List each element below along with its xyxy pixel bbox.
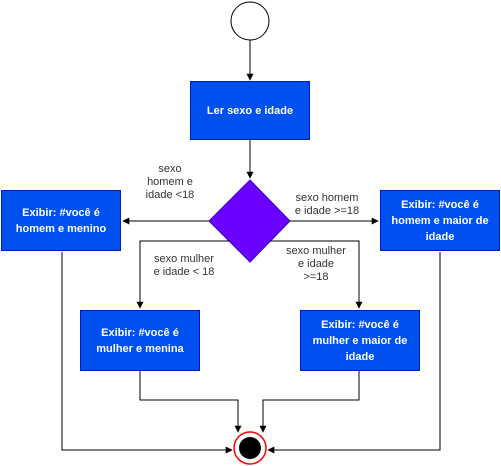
output-girl-line-2: mulher e menina [96, 342, 184, 355]
output-man-line-1: Exibir: #você é [401, 198, 479, 211]
decision-diamond [208, 179, 291, 263]
edge-decision-to-woman [270, 240, 363, 309]
edge-girl-to-end [139, 371, 242, 433]
output-boy-box: Exibir: #você é homem e menino [1, 190, 121, 251]
condition-female-adult-label: sexo mulher e idade >=18 [281, 245, 351, 284]
process-read-input: Ler sexo e idade [190, 81, 310, 140]
output-woman-line-1: Exibir: #você é [321, 318, 399, 331]
condition-male-adult-line-1: sexo homem [295, 192, 359, 204]
condition-male-adult-label: sexo homem e idade >=18 [289, 192, 365, 218]
condition-male-under-18-line-3: idade <18 [145, 189, 195, 201]
edge-boy-to-end [61, 252, 233, 454]
end-node-dot [239, 437, 261, 459]
condition-female-under-18-label: sexo mulher e idade < 18 [146, 253, 222, 279]
condition-female-under-18-line-2: e idade < 18 [153, 266, 215, 278]
condition-male-under-18-label: sexo homem e idade <18 [140, 163, 200, 202]
output-woman-line-3: idade [345, 350, 375, 363]
output-girl-box: Exibir: #você é mulher e menina [80, 310, 200, 371]
output-woman-box: Exibir: #você é mulher e maior de idade [300, 310, 420, 371]
edge-woman-to-end [259, 371, 360, 433]
condition-male-adult-line-2: e idade >=18 [294, 205, 360, 217]
start-node [230, 1, 270, 41]
process-read-input-label: Ler sexo e idade [206, 104, 294, 117]
output-boy-line-2: homem e menino [15, 222, 107, 235]
condition-female-adult-line-2: e idade [297, 258, 335, 270]
condition-male-under-18-line-1: sexo [158, 163, 182, 175]
edge-man-to-end [267, 252, 441, 454]
condition-female-adult-line-1: sexo mulher [286, 245, 346, 257]
edge-decision-to-girl [136, 240, 230, 309]
condition-female-adult-line-3: >=18 [303, 271, 329, 283]
condition-female-under-18-line-1: sexo mulher [154, 253, 214, 265]
output-man-box: Exibir: #você é homem e maior de idade [380, 190, 500, 251]
output-woman-line-2: mulher e maior de [312, 334, 408, 347]
output-man-line-3: idade [425, 230, 455, 243]
output-man-line-2: homem e maior de [391, 214, 489, 227]
condition-male-under-18-line-2: homem e [147, 176, 193, 188]
output-boy-line-1: Exibir: #você é [22, 206, 100, 219]
output-girl-line-1: Exibir: #você é [101, 326, 179, 339]
